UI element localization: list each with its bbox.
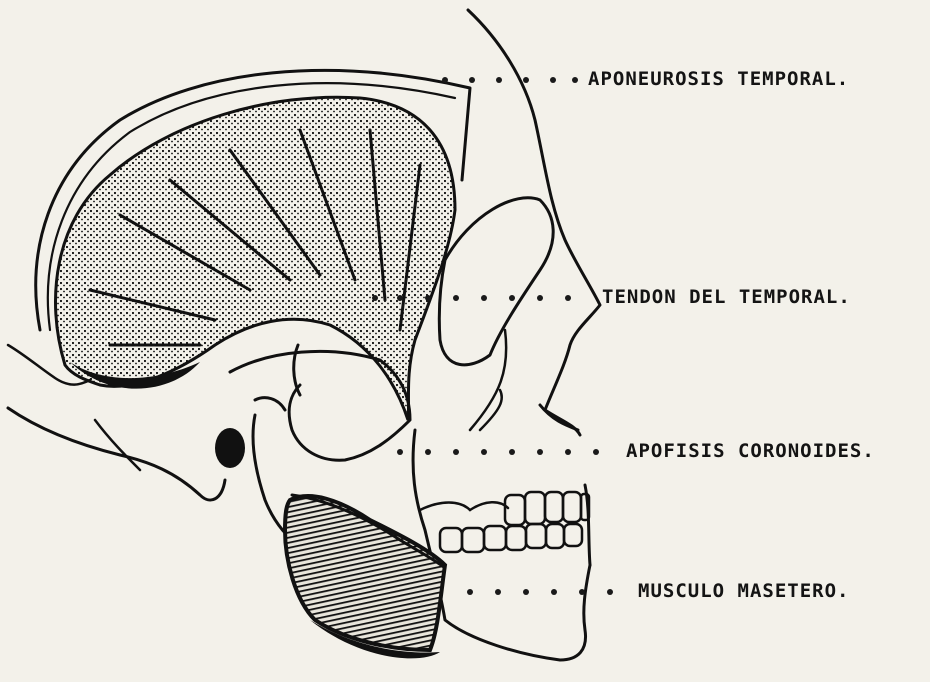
label-tendon-del-temporal: TENDON DEL TEMPORAL. — [602, 286, 851, 308]
external-auditory-meatus — [215, 428, 245, 468]
frontal-bone-outline — [468, 10, 600, 435]
lower-teeth — [440, 524, 582, 552]
leader-dots-coronoides — [397, 449, 599, 455]
leader-dots-aponeurosis — [442, 77, 578, 83]
maxilla-line — [470, 330, 506, 430]
upper-teeth — [420, 492, 589, 525]
cranial-base-line — [8, 408, 225, 500]
orbit-outline — [439, 198, 553, 365]
label-musculo-masetero: MUSCULO MASETERO. — [638, 580, 849, 602]
leader-dots-masetero — [467, 589, 613, 595]
leader-dots-tendon — [372, 295, 571, 301]
label-apofisis-coronoides: APOFISIS CORONOIDES. — [626, 440, 875, 462]
label-aponeurosis-temporal: APONEUROSIS TEMPORAL. — [588, 68, 849, 90]
zygomatic-lower-line — [255, 398, 285, 410]
temporal-muscle — [55, 97, 455, 420]
mastoid-line — [95, 420, 140, 470]
